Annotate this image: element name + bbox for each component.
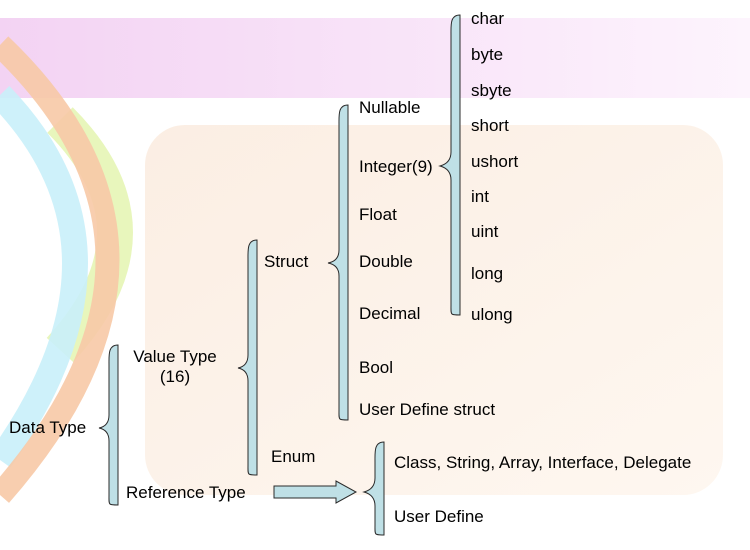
content-panel [145, 125, 723, 495]
struct-child-double: Double [359, 252, 413, 271]
struct-child-bool: Bool [359, 358, 394, 377]
integer-type-sbyte: sbyte [471, 81, 512, 100]
struct-child-user-define-struct: User Define struct [359, 400, 496, 419]
struct-child-float: Float [359, 205, 397, 224]
integer-type-int: int [471, 187, 489, 206]
arc-cyan [0, 85, 88, 468]
value-type-title: Value Type [133, 347, 217, 366]
reference-child-builtin: Class, String, Array, Interface, Delegat… [394, 453, 692, 472]
enum-label: Enum [271, 447, 316, 466]
integer-type-ulong: ulong [471, 305, 513, 324]
top-band [0, 18, 750, 98]
struct-child-nullable: Nullable [359, 98, 421, 117]
struct-child-integer: Integer(9) [359, 157, 433, 176]
integer-type-short: short [471, 116, 509, 135]
integer-type-long: long [471, 264, 504, 283]
integer-type-uint: uint [471, 222, 499, 241]
value-type-count: (16) [159, 367, 191, 386]
brace-integer [438, 14, 461, 316]
root-label: Data Type [9, 418, 87, 437]
integer-type-char: char [471, 9, 505, 28]
struct-label: Struct [264, 252, 309, 271]
arc-orange [0, 36, 120, 503]
value-type-label: Value Type (16) [120, 347, 230, 387]
reference-child-user-define: User Define [394, 507, 484, 526]
brace-reference [362, 441, 385, 536]
brace-root [98, 344, 119, 506]
struct-child-decimal: Decimal [359, 304, 421, 323]
brace-value-type [237, 239, 258, 476]
arrow-reference [273, 480, 358, 504]
integer-type-ushort: ushort [471, 152, 519, 171]
integer-type-byte: byte [471, 45, 504, 64]
reference-type-label: Reference Type [126, 483, 246, 502]
brace-struct [327, 104, 349, 421]
